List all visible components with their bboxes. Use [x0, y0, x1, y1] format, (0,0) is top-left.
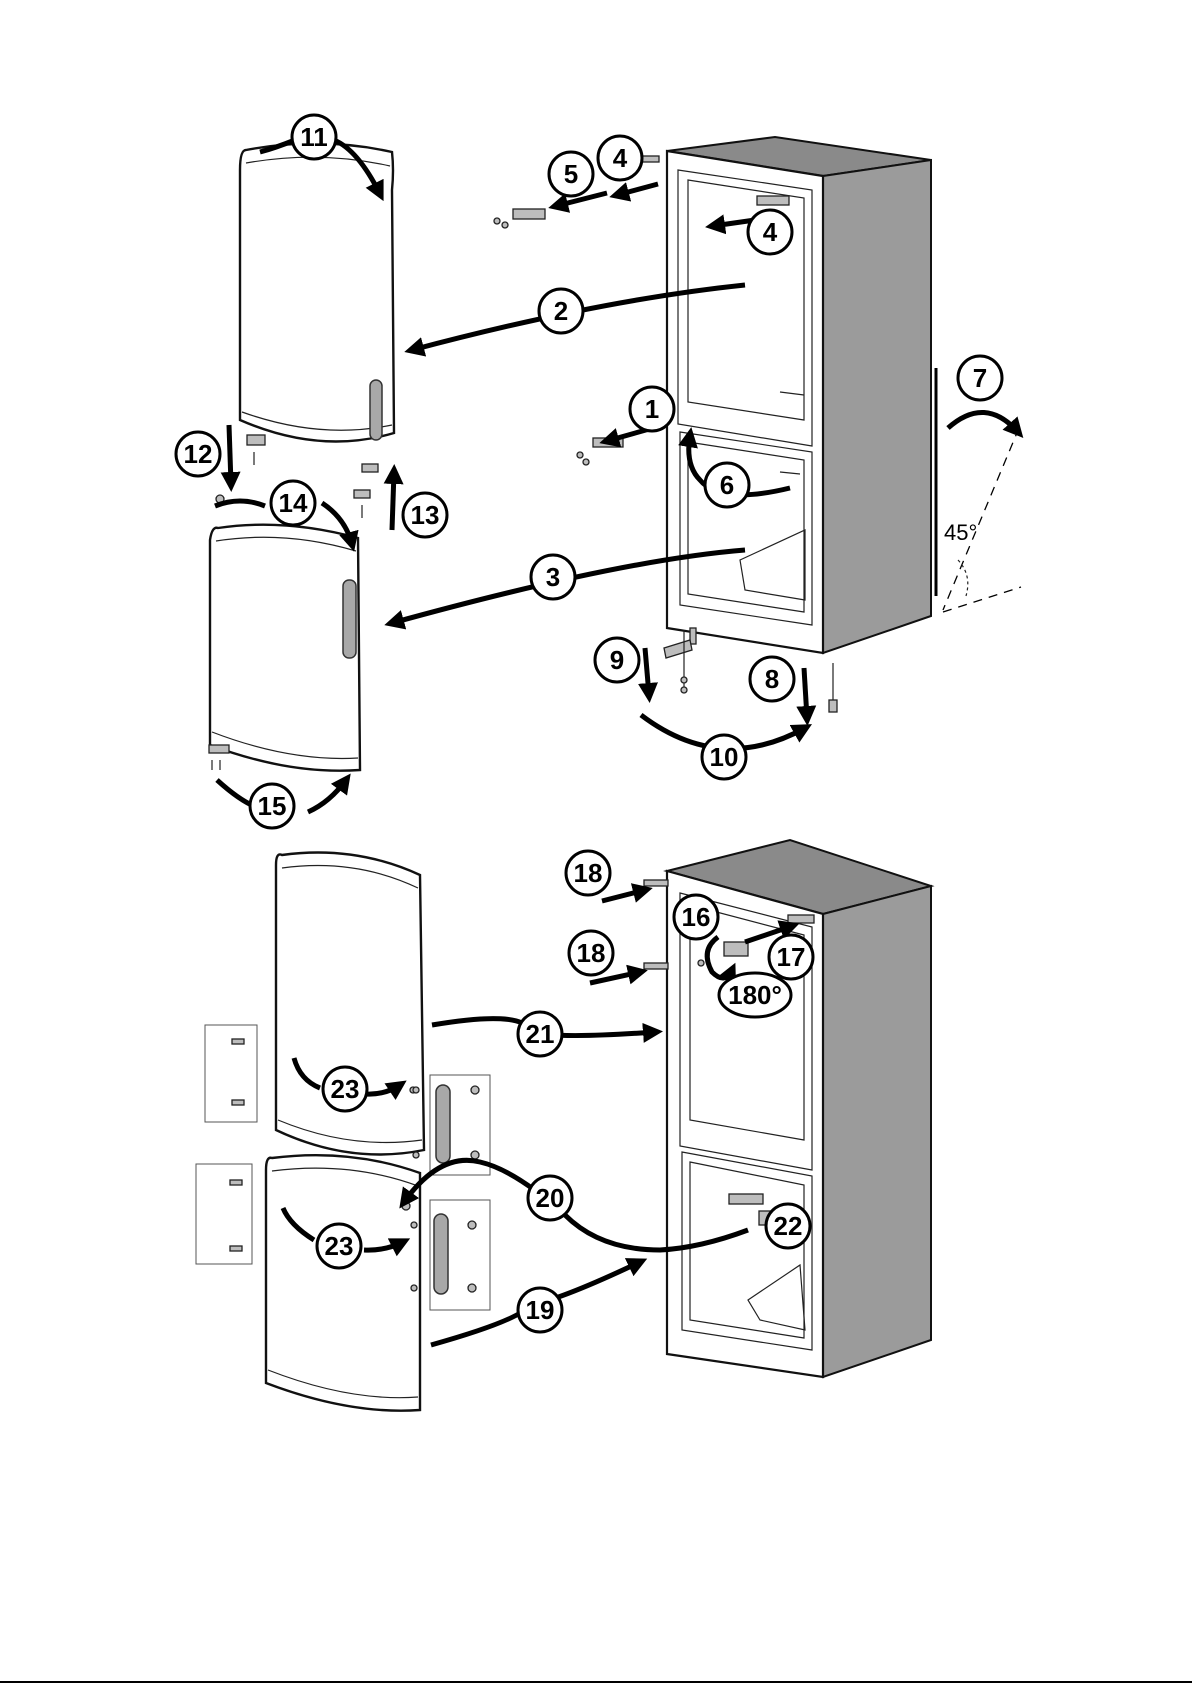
middle-hinge-new-position — [729, 1194, 763, 1204]
callout-11: 11 — [292, 115, 336, 159]
lower-door-removed — [210, 525, 360, 771]
svg-text:8: 8 — [765, 664, 779, 694]
callout-18a: 18 — [566, 851, 610, 895]
callout-19: 19 — [518, 1288, 562, 1332]
callout-17: 17 — [769, 935, 813, 979]
svg-text:10: 10 — [710, 742, 739, 772]
svg-text:7: 7 — [973, 363, 987, 393]
svg-text:23: 23 — [331, 1074, 360, 1104]
svg-text:13: 13 — [411, 500, 440, 530]
lower-door-reassembled — [266, 1155, 420, 1411]
upper-door-pin-part — [247, 435, 265, 445]
arrow-9 — [645, 648, 649, 695]
svg-text:18: 18 — [577, 938, 606, 968]
arrow-4a — [617, 184, 658, 195]
callout-10: 10 — [702, 735, 746, 779]
arrow-7 — [948, 412, 1018, 432]
svg-text:16: 16 — [682, 902, 711, 932]
callout-16: 16 — [674, 895, 718, 939]
callout-18b: 18 — [569, 931, 613, 975]
lower-door-bottom-part — [209, 745, 229, 753]
fridge-cabinet-top — [667, 137, 931, 653]
arrow-12 — [229, 425, 231, 484]
arrow-18a — [602, 890, 645, 901]
upper-door-removed — [240, 143, 394, 441]
arrow-8 — [804, 668, 807, 718]
callout-1: 1 — [630, 387, 674, 431]
callout-5: 5 — [549, 152, 593, 196]
svg-text:5: 5 — [564, 159, 578, 189]
callout-4a: 4 — [598, 136, 642, 180]
svg-text:17: 17 — [777, 942, 806, 972]
cover-plate-18b — [644, 963, 668, 969]
bottom-hinge-part — [664, 630, 692, 693]
svg-text:23: 23 — [325, 1231, 354, 1261]
callout-23b: 23 — [317, 1224, 361, 1268]
svg-text:15: 15 — [258, 791, 287, 821]
svg-text:18: 18 — [574, 858, 603, 888]
callout-12: 12 — [176, 432, 220, 476]
callout-180-degrees: 180° — [719, 973, 791, 1017]
callout-7: 7 — [958, 356, 1002, 400]
callout-8: 8 — [750, 657, 794, 701]
svg-text:2: 2 — [554, 296, 568, 326]
callout-22: 22 — [766, 1204, 810, 1248]
screw-detail-upper — [205, 1025, 257, 1122]
screw-detail-lower — [196, 1164, 252, 1264]
top-hinge-rotated — [724, 942, 748, 956]
callout-13: 13 — [403, 493, 447, 537]
svg-text:6: 6 — [720, 470, 734, 500]
svg-text:1: 1 — [645, 394, 659, 424]
svg-text:22: 22 — [774, 1211, 803, 1241]
top-hinge — [513, 209, 545, 219]
svg-text:12: 12 — [184, 439, 213, 469]
upper-door-stop-part — [362, 464, 378, 472]
lower-door-handle — [343, 580, 356, 658]
callout-4b: 4 — [748, 210, 792, 254]
svg-text:20: 20 — [536, 1183, 565, 1213]
svg-text:19: 19 — [526, 1295, 555, 1325]
upper-door-handle — [370, 380, 382, 440]
svg-text:21: 21 — [526, 1019, 555, 1049]
tilt-angle-label: 45° — [944, 520, 977, 545]
svg-text:180°: 180° — [728, 980, 782, 1010]
arrow-13 — [392, 472, 394, 530]
callout-3: 3 — [531, 555, 575, 599]
adjustable-foot-part — [829, 663, 837, 712]
handle-detail-lower — [411, 1200, 490, 1310]
callout-20: 20 — [528, 1176, 572, 1220]
door-stop-part — [354, 490, 370, 498]
callout-15: 15 — [250, 784, 294, 828]
callout-9: 9 — [595, 638, 639, 682]
svg-text:3: 3 — [546, 562, 560, 592]
callout-6: 6 — [705, 463, 749, 507]
callout-2: 2 — [539, 289, 583, 333]
callout-21: 21 — [518, 1012, 562, 1056]
cover-plate-18a — [644, 880, 668, 886]
svg-text:11: 11 — [300, 122, 328, 152]
callout-23a: 23 — [323, 1067, 367, 1111]
tilt-guide: 45° — [936, 368, 1021, 612]
svg-text:4: 4 — [763, 217, 778, 247]
svg-text:14: 14 — [279, 488, 308, 518]
callout-14: 14 — [271, 481, 315, 525]
svg-text:9: 9 — [610, 645, 624, 675]
svg-text:4: 4 — [613, 143, 628, 173]
